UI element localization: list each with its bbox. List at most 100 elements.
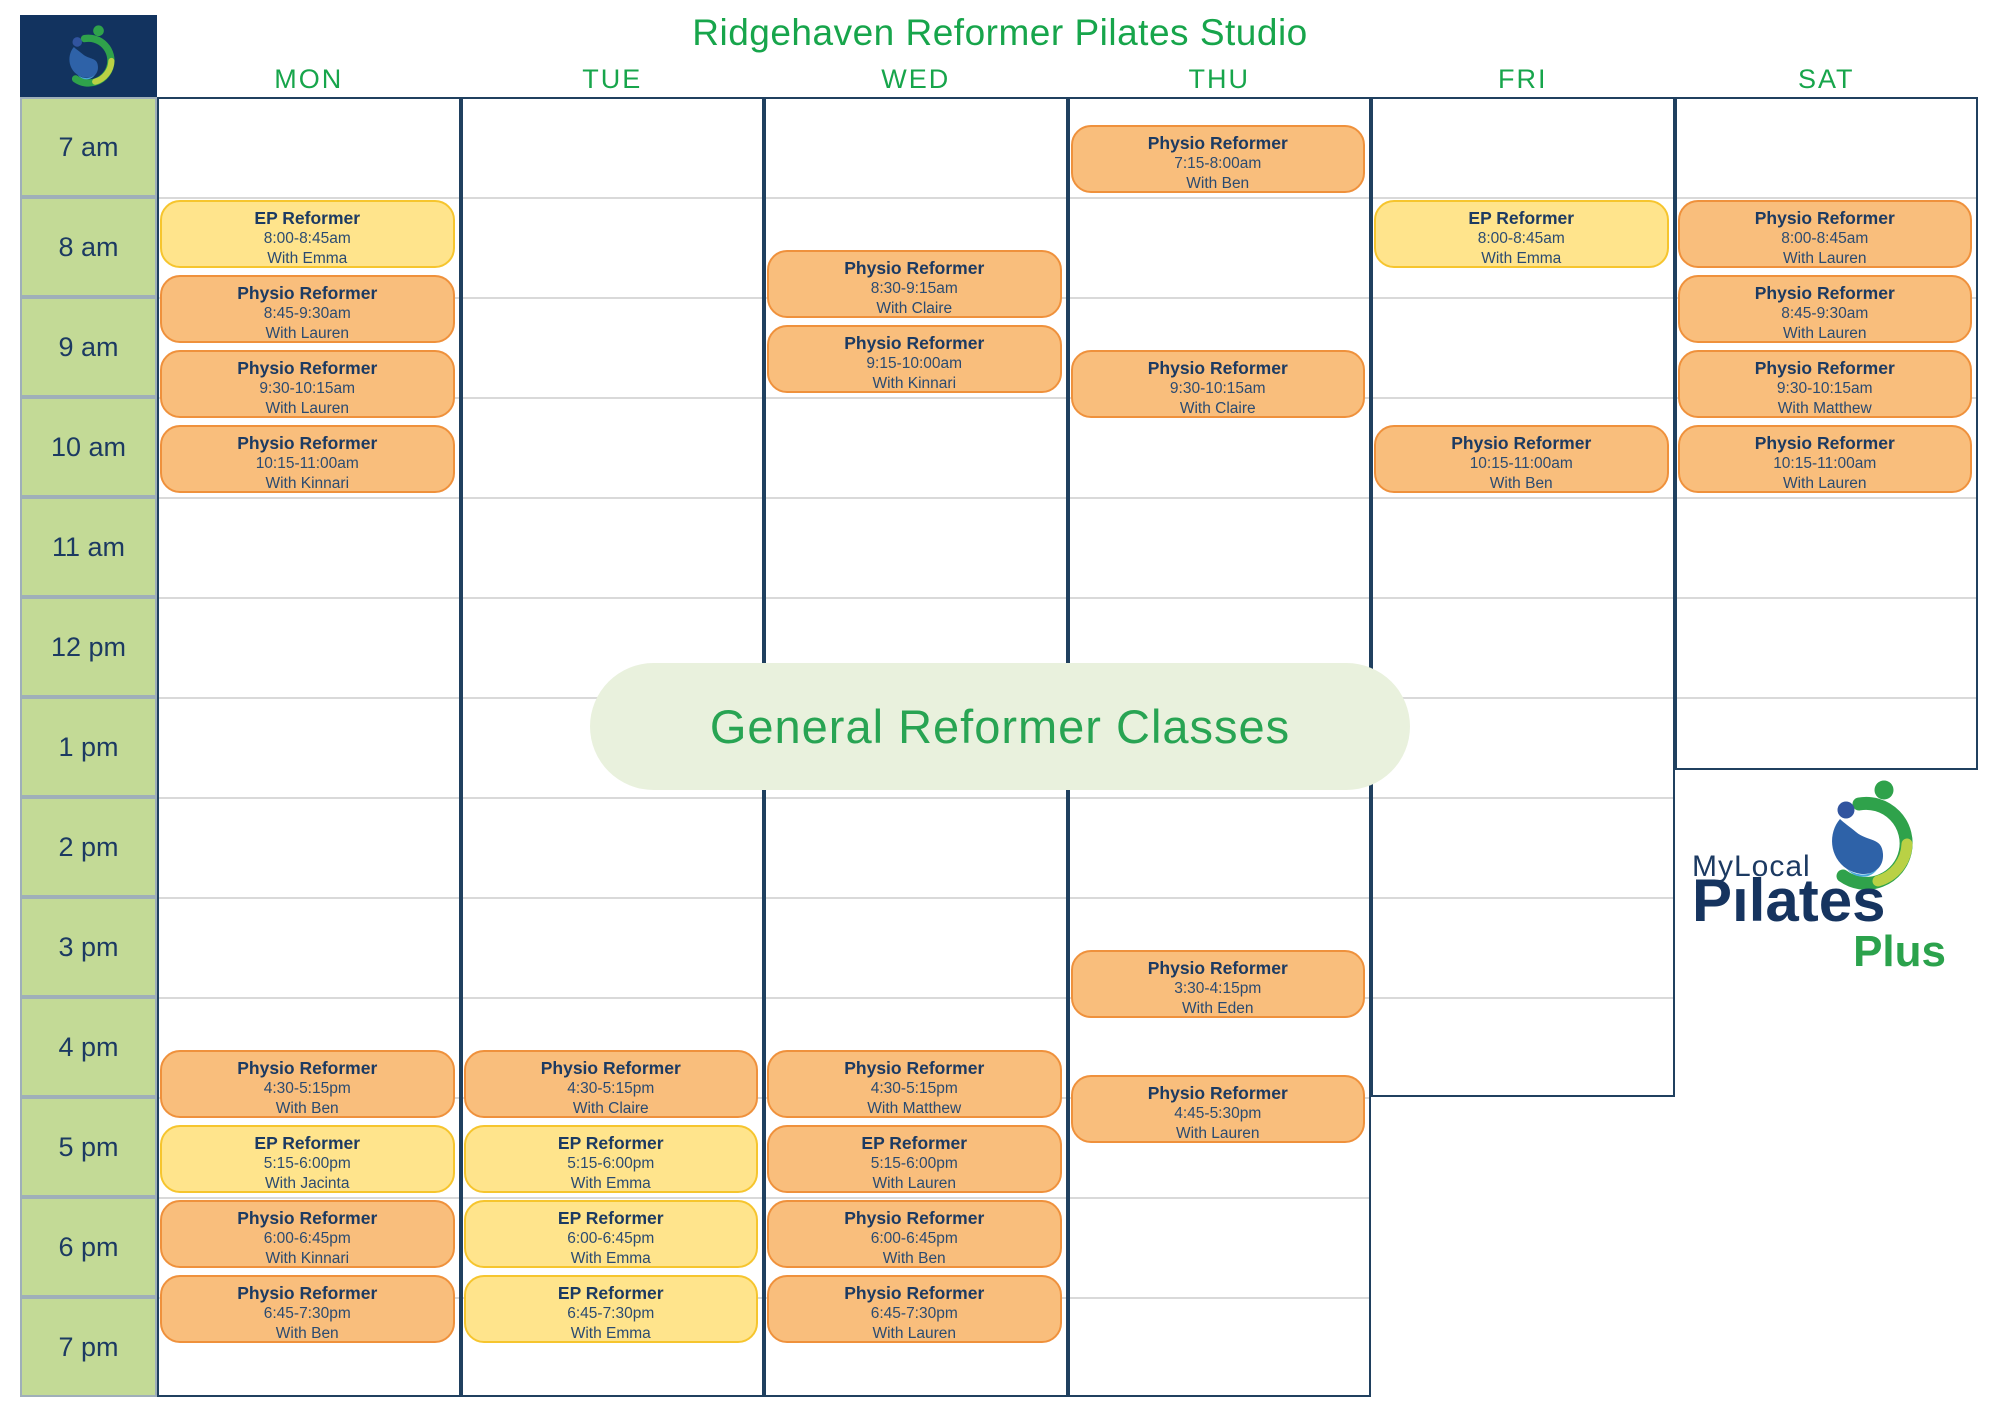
class-instructor: With Kinnari (872, 374, 957, 392)
class-instructor: With Jacinta (265, 1174, 350, 1192)
class-name: EP Reformer (557, 1133, 664, 1153)
class-time: 6:00-6:45pm (567, 1230, 655, 1247)
time-label: 12 pm (20, 597, 157, 697)
time-label: 5 pm (20, 1097, 157, 1197)
class-instructor: With Matthew (867, 1099, 962, 1117)
class-name: Physio Reformer (237, 1283, 378, 1303)
class-name: Physio Reformer (1754, 358, 1895, 378)
class-instructor: With Ben (1186, 174, 1250, 192)
time-label: 1 pm (20, 697, 157, 797)
day-header-thu: THU (1188, 64, 1250, 94)
brand-mylocal-text: MyLocal (1692, 850, 1811, 883)
time-label: 6 pm (20, 1197, 157, 1297)
class-instructor: With Claire (572, 1099, 649, 1117)
class-name: EP Reformer (254, 208, 361, 228)
class-time: 8:45-9:30am (1781, 305, 1869, 322)
page-title: Ridgehaven Reformer Pilates Studio (692, 12, 1308, 53)
class-name: Physio Reformer (1147, 1083, 1288, 1103)
class-instructor: With Lauren (1175, 1124, 1260, 1142)
class-instructor: With Lauren (265, 399, 350, 417)
class-name: Physio Reformer (844, 258, 985, 278)
class-time: 8:45-9:30am (263, 305, 351, 322)
banner-label: General Reformer Classes (709, 700, 1291, 753)
class-time: 9:15-10:00am (866, 355, 963, 372)
class-instructor: With Emma (1481, 249, 1562, 267)
class-name: Physio Reformer (540, 1058, 681, 1078)
class-name: Physio Reformer (1147, 958, 1288, 978)
time-label: 11 am (20, 497, 157, 597)
class-name: Physio Reformer (1754, 433, 1895, 453)
time-label: 8 am (20, 197, 157, 297)
class-name: Physio Reformer (844, 1058, 985, 1078)
class-time: 5:15-6:00pm (567, 1155, 655, 1172)
class-time: 5:15-6:00pm (263, 1155, 351, 1172)
class-instructor: With Ben (1489, 474, 1553, 492)
class-time: 6:00-6:45pm (870, 1230, 958, 1247)
class-instructor: With Ben (275, 1099, 339, 1117)
class-instructor: With Emma (570, 1324, 651, 1342)
class-time: 9:30-10:15am (259, 380, 356, 397)
class-time: 6:00-6:45pm (263, 1230, 351, 1247)
time-label: 7 am (20, 97, 157, 197)
class-name: Physio Reformer (237, 283, 378, 303)
time-label: 4 pm (20, 997, 157, 1097)
class-instructor: With Lauren (1782, 474, 1867, 492)
class-instructor: With Lauren (872, 1324, 957, 1342)
day-header-sat: SAT (1797, 64, 1855, 94)
class-time: 3:30-4:15pm (1174, 980, 1262, 997)
class-time: 10:15-11:00am (1469, 455, 1573, 472)
class-time: 4:45-5:30pm (1174, 1105, 1262, 1122)
class-time: 8:30-9:15am (870, 280, 958, 297)
class-time: 10:15-11:00am (255, 455, 359, 472)
day-header-wed: WED (881, 64, 951, 94)
class-instructor: With Claire (876, 299, 953, 317)
class-instructor: With Ben (275, 1324, 339, 1342)
class-instructor: With Lauren (1782, 249, 1867, 267)
class-name: Physio Reformer (844, 1283, 985, 1303)
class-name: Physio Reformer (237, 1208, 378, 1228)
class-name: Physio Reformer (237, 1058, 378, 1078)
class-instructor: With Kinnari (265, 1249, 350, 1267)
class-name: Physio Reformer (1147, 358, 1288, 378)
brand-top-row: MyLocal (1692, 780, 1948, 892)
class-name: Physio Reformer (1754, 208, 1895, 228)
time-label: 9 am (20, 297, 157, 397)
time-label: 3 pm (20, 897, 157, 997)
class-instructor: With Eden (1181, 999, 1254, 1017)
class-name: EP Reformer (254, 1133, 361, 1153)
class-time: 8:00-8:45am (1477, 230, 1565, 247)
class-instructor: With Emma (570, 1249, 651, 1267)
class-name: EP Reformer (1468, 208, 1575, 228)
mylocal-pilates-plus-logo: MyLocal Pılates Plus (1692, 780, 1948, 977)
time-label: 7 pm (20, 1297, 157, 1397)
class-time: 6:45-7:30pm (870, 1305, 958, 1322)
class-time: 8:00-8:45am (263, 230, 351, 247)
class-name: Physio Reformer (844, 333, 985, 353)
class-name: EP Reformer (557, 1283, 664, 1303)
studio-logo-box (20, 15, 157, 97)
